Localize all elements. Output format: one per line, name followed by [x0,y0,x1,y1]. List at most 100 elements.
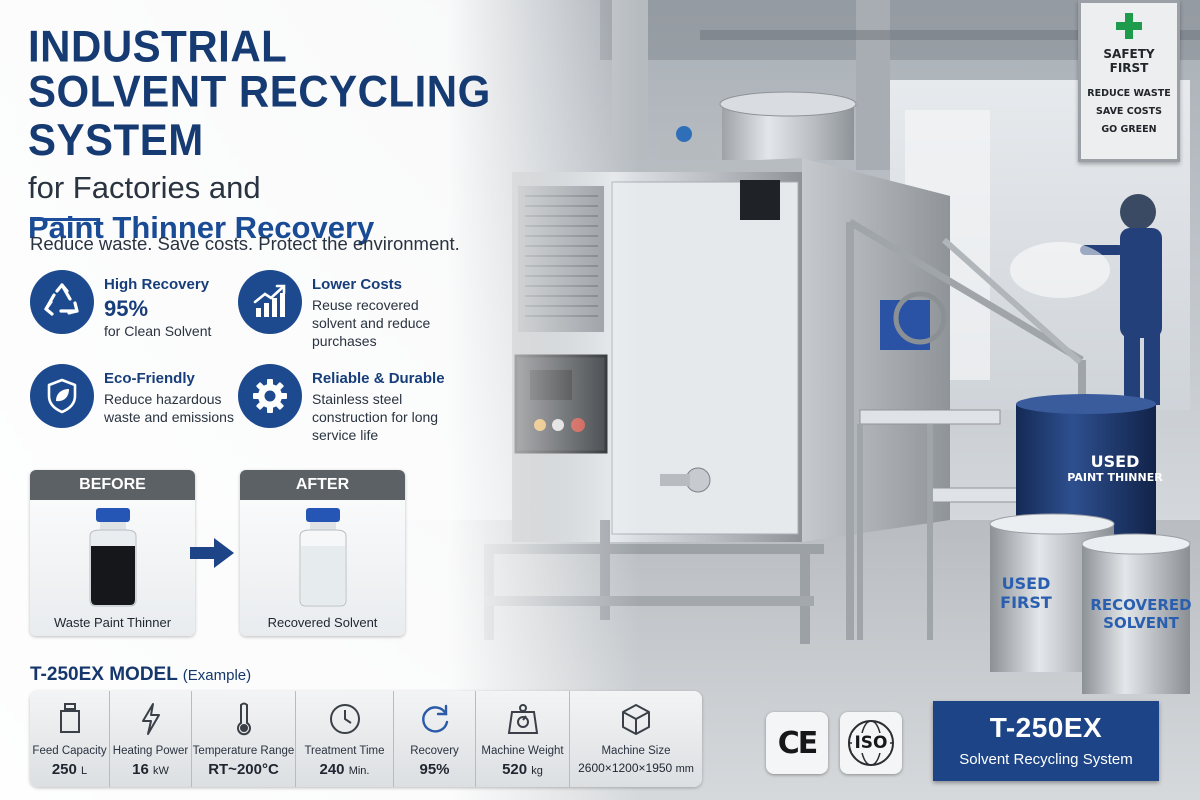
sign-heading-2: FIRST [1109,61,1149,75]
spec-unit: mm [675,763,694,775]
page-title: INDUSTRIAL SOLVENT RECYCLING SYSTEM for … [28,21,628,248]
spec-label: Temperature Range [192,745,295,757]
title-line-4: Paint Thinner Recovery [28,210,375,245]
spec-machine-weight: Machine Weight 520 kg [476,691,570,787]
spec-treatment-time: Treatment Time 240 Min. [296,691,394,787]
spec-value: 240 Min. [320,761,370,778]
spec-value-number: 2600×1200×1950 [578,761,673,775]
title-line-1: INDUSTRIAL [28,21,288,72]
before-caption: Waste Paint Thinner [53,615,172,630]
badge-model: T-250EX [989,712,1103,743]
drum-label-line: SOLVENT [1103,614,1179,632]
after-label: AFTER [240,470,405,500]
spec-recovery: Recovery 95% [394,691,476,787]
shield-leaf-icon [30,364,94,428]
sign-heading: SAFETY [1103,47,1155,61]
model-note: (Example) [182,667,252,684]
drum-label-recovered-solvent: RECOVERED SOLVENT [1086,596,1196,632]
drum-label-line: FIRST [1000,593,1052,612]
spec-unit: Min. [348,765,370,777]
canister-icon [56,699,84,739]
before-label: BEFORE [30,470,195,500]
feature-desc: Reduce hazardous waste and emissions [104,391,234,425]
model-badge: T-250EX Solvent Recycling System [933,701,1159,781]
arrow-right-icon [190,538,234,568]
lightning-icon [139,699,163,739]
recycle-icon [30,270,94,334]
clear-bottle-icon [299,508,347,607]
model-name: T-250EX MODEL [30,664,178,685]
ce-mark-text: CE [777,725,818,761]
spec-value: 250 L [52,761,87,778]
iso-mark: ISO [840,712,902,774]
spec-value: RT~200°C [208,761,279,778]
thermometer-icon [234,699,254,739]
spec-unit: kW [152,765,169,777]
after-card: AFTER Recovered Solvent [240,470,405,636]
spec-label: Recovery [410,745,459,757]
spec-label: Treatment Time [304,745,385,757]
green-cross-icon [1116,13,1142,39]
spec-label: Machine Size [601,745,671,757]
spec-feed-capacity: Feed Capacity 250 L [30,691,110,787]
spec-value: 520 kg [502,761,543,778]
feature-title: Lower Costs [312,276,403,293]
ce-mark: CE [766,712,828,774]
drum-label-line: USED [1090,452,1140,471]
scale-icon [506,699,540,739]
feature-lower-costs: Lower Costs Reuse recovered solvent and … [238,270,452,350]
spec-temperature-range: Temperature Range RT~200°C [192,691,296,787]
badge-product-name: Solvent Recycling System [959,751,1133,768]
spec-value: 95% [419,761,450,778]
drum-label-line: USED [1001,574,1051,593]
spec-unit: L [81,765,88,777]
spec-table: Feed Capacity 250 L Heating Power 16 kW … [30,691,702,787]
feature-eco-friendly: Eco-Friendly Reduce hazardous waste and … [30,364,234,428]
sign-item: GO GREEN [1101,124,1157,135]
gear-icon [238,364,302,428]
sign-item: SAVE COSTS [1096,106,1162,117]
after-caption: Recovered Solvent [267,615,378,630]
spec-value-number: 520 [502,761,528,778]
title-line-3: for Factories and [28,170,261,205]
before-card: BEFORE Waste Paint Thinner [30,470,195,636]
spec-unit: kg [531,765,543,777]
dark-bottle-icon [89,508,137,607]
model-section-title: T-250EX MODEL (Example) [30,664,251,686]
cube-icon [619,699,653,739]
spec-label: Feed Capacity [32,745,107,757]
spec-value: 16 kW [132,761,169,778]
drum-recovered-solvent [1081,533,1191,694]
tagline: Reduce waste. Save costs. Protect the en… [30,233,460,254]
title-divider [30,218,98,221]
spec-label: Machine Weight [481,745,564,757]
spec-label: Heating Power [112,745,189,757]
feature-title: High Recovery [104,276,210,293]
drum-label-used-paint-thinner: USED PAINT THINNER [1060,452,1170,484]
sign-item: REDUCE WASTE [1087,88,1171,99]
spec-value: 2600×1200×1950 mm [578,761,694,775]
feature-high-recovery: High Recovery 95% for Clean Solvent [30,270,211,340]
spec-value-number: 240 [319,761,345,778]
drum-label-line: RECOVERED [1090,596,1192,614]
title-line-2: SOLVENT RECYCLING SYSTEM [28,66,491,165]
feature-desc: for Clean Solvent [104,323,212,339]
spec-heating-power: Heating Power 16 kW [110,691,192,787]
feature-reliable-durable: Reliable & Durable Stainless steel const… [238,364,452,444]
feature-highlight: 95% [104,296,149,321]
feature-desc: Reuse recovered solvent and reduce purch… [312,297,431,349]
feature-desc: Stainless steel construction for long se… [312,391,439,443]
safety-sign: SAFETY FIRST REDUCE WASTE SAVE COSTS GO … [1078,0,1180,162]
drum-label-line: PAINT THINNER [1067,471,1163,484]
spec-machine-size: Machine Size 2600×1200×1950 mm [570,691,702,787]
iso-mark-text: ISO [852,733,890,753]
spec-value-number: 250 [51,761,77,778]
left-overlay [0,0,640,800]
worker-figure [1010,194,1162,405]
spec-value-number: 16 [132,761,149,778]
feature-title: Eco-Friendly [104,370,195,387]
clock-icon [328,699,362,739]
rising-chart-icon [238,270,302,334]
refresh-icon [418,699,452,739]
drum-label-used-first: USED FIRST [996,574,1056,612]
